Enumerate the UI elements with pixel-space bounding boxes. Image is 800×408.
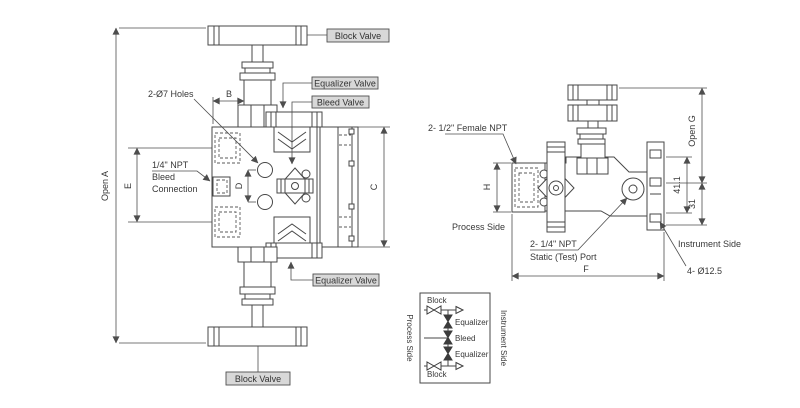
side-static-test-port — [621, 177, 645, 201]
schematic-frame — [419, 292, 491, 384]
dim-d-text: D — [234, 182, 244, 189]
front-bleed-valve — [276, 167, 314, 205]
dim-e-text: E — [123, 183, 133, 189]
label-equalizer-valve-bottom: Equalizer Valve — [287, 261, 380, 287]
dim-41-1-text: 41.1 — [672, 176, 682, 194]
dim-h: H — [482, 162, 511, 213]
annotation-bleed-connection: 1/4" NPT Bleed Connection — [152, 160, 211, 194]
schematic-bleed-valve — [424, 330, 453, 345]
mounting-hole-bottom — [257, 194, 273, 210]
schematic-bleed-label: Bleed — [455, 334, 475, 343]
label-block-valve-bottom: Block Valve — [225, 346, 291, 386]
schematic-instrument-side-text: Instrument Side — [499, 310, 508, 367]
flow-schematic: Block Equalizer Bleed Equalizer — [405, 292, 508, 384]
equalizer-valve-bottom-label: Equalizer Valve — [315, 276, 377, 286]
block-valve-bottom-label: Block Valve — [235, 374, 281, 384]
front-view: Block Valve Equalizer Valve Bleed Valve … — [100, 25, 390, 386]
label-block-valve-top: Block Valve — [307, 28, 390, 43]
block-valve-top-label: Block Valve — [335, 31, 381, 41]
schematic-block-valve-top — [424, 305, 465, 315]
dim-f: F — [511, 214, 665, 281]
dim-c-text: C — [369, 183, 379, 190]
instrument-side-text: Instrument Side — [678, 239, 741, 249]
dim-open-a: Open A — [100, 27, 206, 344]
dim-open-a-text: Open A — [100, 171, 110, 201]
dim-c: C — [358, 126, 390, 248]
front-bottom-block-valve — [207, 246, 308, 347]
static-port-text-line1: 2- 1/4" NPT — [530, 239, 577, 249]
side-instrument-flange — [646, 141, 665, 231]
process-side-text: Process Side — [452, 222, 505, 232]
schematic-equalizer-valve-bottom — [443, 346, 453, 361]
dim-31: 31 — [666, 182, 707, 226]
schematic-equalizer-top-label: Equalizer — [455, 318, 489, 327]
side-process-block-valve — [537, 141, 575, 233]
bleed-npt-text-line2: Bleed — [152, 172, 175, 182]
side-instrument-block-valve — [567, 84, 618, 175]
schematic-block-top-label: Block — [427, 296, 448, 305]
dim-open-g: Open G — [619, 87, 707, 184]
process-port-bottom — [214, 206, 241, 238]
dim-31-text: 31 — [687, 199, 697, 209]
side-view: 2- 1/2" Female NPT Process Side 2- 1/4" … — [428, 84, 741, 281]
dim-41-1: 41.1 — [666, 156, 692, 214]
annotation-female-npt: 2- 1/2" Female NPT — [428, 123, 517, 165]
equalizer-valve-top-label: Equalizer Valve — [314, 79, 376, 89]
flange-holes-text: 4- Ø12.5 — [687, 266, 722, 276]
schematic-equalizer-valve-top — [443, 314, 453, 329]
dim-e: E — [123, 147, 212, 223]
schematic-block-bottom-label: Block — [427, 370, 448, 379]
annotation-flange-holes: 4- Ø12.5 — [659, 221, 722, 276]
dim-d: D — [234, 169, 256, 203]
dim-b: B — [212, 89, 245, 124]
bleed-npt-text-line1: 1/4" NPT — [152, 160, 189, 170]
bleed-valve-label: Bleed Valve — [317, 98, 364, 108]
front-top-block-valve — [207, 25, 308, 128]
dim-b-text: B — [226, 89, 232, 99]
static-port-text-line2: Static (Test) Port — [530, 252, 597, 262]
holes-callout-text: 2-Ø7 Holes — [148, 89, 194, 99]
schematic-equalizer-bottom-label: Equalizer — [455, 350, 489, 359]
female-npt-text: 2- 1/2" Female NPT — [428, 123, 508, 133]
annotation-holes: 2-Ø7 Holes — [148, 89, 259, 164]
dim-f-text: F — [583, 264, 589, 274]
label-equalizer-valve-top: Equalizer Valve — [279, 76, 379, 109]
label-bleed-valve: Bleed Valve — [288, 95, 370, 165]
dim-open-g-text: Open G — [687, 115, 697, 147]
mounting-hole-top — [257, 162, 273, 178]
bleed-npt-text-line3: Connection — [152, 184, 198, 194]
dim-h-text: H — [482, 184, 492, 191]
annotation-static-port: 2- 1/4" NPT Static (Test) Port — [530, 197, 628, 262]
schematic-block-valve-bottom — [424, 361, 465, 371]
schematic-process-side-text: Process Side — [405, 314, 414, 362]
bleed-connection-port — [212, 176, 231, 197]
